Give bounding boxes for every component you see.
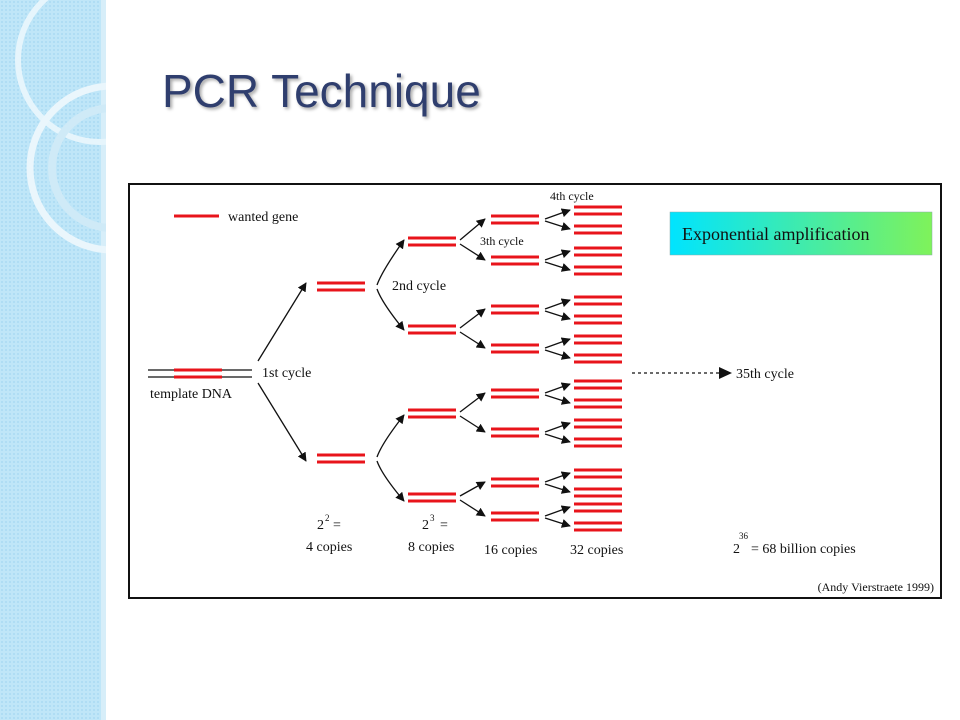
exponential-badge: Exponential amplification xyxy=(669,211,933,256)
cycle-3: 3th cycle xyxy=(459,214,539,522)
pcr-diagram-frame: wanted gene Exponential amplification te… xyxy=(128,183,942,599)
ring-large xyxy=(15,0,106,145)
template-dna-label: template DNA xyxy=(150,387,233,402)
cycle-3-label: 3th cycle xyxy=(480,234,524,248)
arrow-c2-4 xyxy=(376,460,405,502)
c4-arrows xyxy=(544,208,571,528)
count-4-eq: = xyxy=(333,518,341,533)
cycle-1: 1st cycle xyxy=(257,281,365,464)
cycle-4: 4th cycle xyxy=(544,189,622,532)
arrow-c3-5 xyxy=(459,392,486,413)
count-8-eq: = xyxy=(440,518,448,533)
arrow-c2-2 xyxy=(376,288,405,331)
arrow-c3-1 xyxy=(459,218,486,241)
cycle-2-label: 2nd cycle xyxy=(392,279,446,294)
count-8-base: 2 xyxy=(422,518,429,533)
count-final-base: 2 xyxy=(733,542,740,557)
count-4-text: 4 copies xyxy=(306,540,352,555)
pcr-diagram: wanted gene Exponential amplification te… xyxy=(148,189,934,594)
arrow-c2-1 xyxy=(376,239,405,286)
count-8-text: 8 copies xyxy=(408,540,454,555)
arrow-c1-down xyxy=(257,382,307,462)
ring-inner xyxy=(48,104,106,232)
credit-text: (Andy Vierstraete 1999) xyxy=(818,580,934,594)
cycle-35-label: 35th cycle xyxy=(736,367,794,382)
ring-medium xyxy=(26,82,106,254)
count-16-text: 16 copies xyxy=(484,543,537,558)
count-32-text: 32 copies xyxy=(570,543,623,558)
arrow-c1-up xyxy=(257,282,307,362)
legend: wanted gene xyxy=(174,210,298,225)
arrow-c3-2 xyxy=(459,243,486,261)
cycle-35: 35th cycle xyxy=(632,367,794,382)
copy-counts: 2 2 = 4 copies 2 3 = 8 copies 16 copies … xyxy=(306,513,856,558)
arrow-c3-3 xyxy=(459,308,486,329)
sidebar-decoration xyxy=(0,0,106,720)
count-4-exp: 2 xyxy=(325,513,330,523)
legend-label: wanted gene xyxy=(228,210,298,225)
arrow-c3-4 xyxy=(459,331,486,349)
badge-text: Exponential amplification xyxy=(682,224,869,244)
count-8-exp: 3 xyxy=(430,513,435,523)
c3-products xyxy=(491,214,539,522)
arrow-c3-8 xyxy=(459,499,486,517)
slide-title: PCR Technique xyxy=(162,65,481,117)
count-final-text: = 68 billion copies xyxy=(751,542,856,557)
count-4-base: 2 xyxy=(317,518,324,533)
cycle-1-label: 1st cycle xyxy=(262,366,311,381)
sidebar-pattern xyxy=(0,0,106,720)
cycle-4-label: 4th cycle xyxy=(550,189,594,203)
c4-products xyxy=(574,205,622,532)
template-dna: template DNA xyxy=(148,368,252,402)
badge-background xyxy=(669,211,933,256)
cycle-2: 2nd cycle xyxy=(376,236,456,503)
dashed-arrow-head xyxy=(719,367,732,379)
arrow-c3-7 xyxy=(459,481,486,497)
arrow-c3-6 xyxy=(459,415,486,433)
count-final-exp: 36 xyxy=(739,531,749,541)
arrow-c2-3 xyxy=(376,414,405,458)
